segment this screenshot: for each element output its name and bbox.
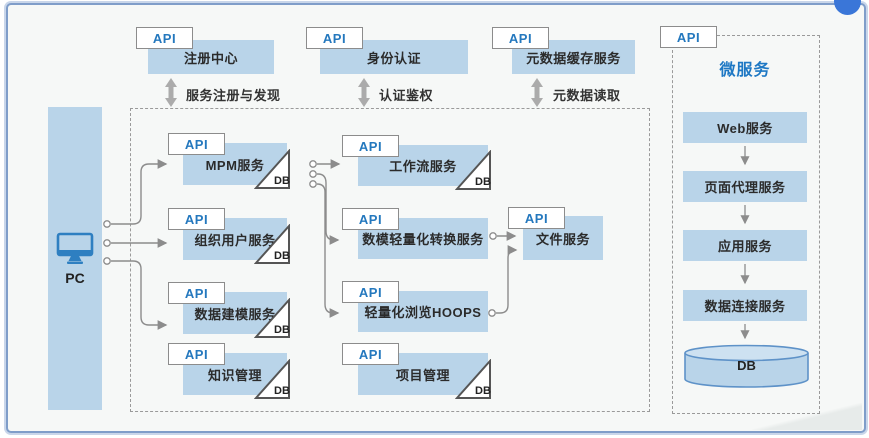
api-tag-label: API xyxy=(152,30,177,46)
service-box-data-connect: 数据连接服务 xyxy=(683,290,807,321)
db-triangle: DB xyxy=(455,359,491,399)
microservices-title: 微服务 xyxy=(719,62,771,79)
service-box-application: 应用服务 xyxy=(683,230,807,261)
flow-label-auth: 认证鉴权 xyxy=(379,88,434,103)
service-box-hoops-viewer: 轻量化浏览HOOPS xyxy=(358,291,488,332)
api-tag: API xyxy=(168,133,225,155)
api-tag-label: API xyxy=(184,211,209,227)
service-label: 项目管理 xyxy=(395,367,450,383)
service-label: Web服务 xyxy=(717,121,773,136)
api-tag-label: API xyxy=(184,346,209,362)
db-triangle: DB xyxy=(254,298,290,338)
db-triangle: DB xyxy=(254,149,290,189)
svg-text:DB: DB xyxy=(475,385,491,397)
svg-text:DB: DB xyxy=(274,250,290,262)
api-tag-label: API xyxy=(184,285,209,301)
client-pc-panel: PC xyxy=(48,107,102,410)
platform-services-group xyxy=(130,108,650,412)
flow-label-registry: 服务注册与发现 xyxy=(186,88,281,103)
service-label: 元数据缓存服务 xyxy=(526,50,621,66)
svg-text:DB: DB xyxy=(475,176,491,188)
api-tag: API xyxy=(342,281,399,303)
api-tag-label: API xyxy=(358,138,383,154)
db-triangle: DB xyxy=(254,224,290,264)
database-label: DB xyxy=(737,358,756,373)
api-tag-label: API xyxy=(184,136,209,152)
service-label: 注册中心 xyxy=(183,50,238,66)
api-tag-label: API xyxy=(524,210,549,226)
service-label: 数模轻量化转换服务 xyxy=(362,232,484,247)
svg-text:DB: DB xyxy=(274,324,290,336)
api-tag: API xyxy=(508,207,565,229)
db-triangle: DB xyxy=(254,359,290,399)
service-label: 数据建模服务 xyxy=(194,306,276,322)
api-tag: API xyxy=(168,282,225,304)
service-label: 组织用户服务 xyxy=(194,232,276,248)
api-tag: API xyxy=(306,27,363,49)
api-tag-label: API xyxy=(676,29,701,45)
api-tag: API xyxy=(168,343,225,365)
api-tag: API xyxy=(660,26,717,48)
monitor-icon xyxy=(56,232,94,264)
corner-dot-decoration xyxy=(834,0,861,15)
service-label: 数据连接服务 xyxy=(704,299,786,314)
service-label: 身份认证 xyxy=(366,50,421,66)
service-label: 文件服务 xyxy=(535,231,590,247)
service-label: 工作流服务 xyxy=(389,159,457,174)
corner-fold-decoration xyxy=(752,403,862,430)
api-tag-label: API xyxy=(358,211,383,227)
api-tag: API xyxy=(168,208,225,230)
database-cylinder xyxy=(684,344,809,388)
service-label: MPM服务 xyxy=(205,157,265,173)
service-box-lightweight-convert: 数模轻量化转换服务 xyxy=(358,218,488,259)
flow-label-metadata: 元数据读取 xyxy=(553,88,621,103)
api-tag-label: API xyxy=(358,346,383,362)
api-tag: API xyxy=(342,135,399,157)
svg-text:DB: DB xyxy=(274,175,290,187)
service-label: 页面代理服务 xyxy=(704,180,786,195)
api-tag-label: API xyxy=(322,30,347,46)
service-label: 轻量化浏览HOOPS xyxy=(364,305,482,320)
service-box-page-proxy: 页面代理服务 xyxy=(683,171,807,202)
api-tag-label: API xyxy=(358,284,383,300)
client-label: PC xyxy=(65,269,85,286)
svg-text:DB: DB xyxy=(274,385,290,397)
microservices-group xyxy=(672,35,820,414)
db-triangle: DB xyxy=(455,150,491,190)
service-label: 知识管理 xyxy=(207,367,262,383)
service-label: 应用服务 xyxy=(717,239,772,254)
api-tag: API xyxy=(492,27,549,49)
api-tag: API xyxy=(136,27,193,49)
api-tag: API xyxy=(342,208,399,230)
api-tag: API xyxy=(342,343,399,365)
api-tag-label: API xyxy=(508,30,533,46)
service-box-web: Web服务 xyxy=(683,112,807,143)
